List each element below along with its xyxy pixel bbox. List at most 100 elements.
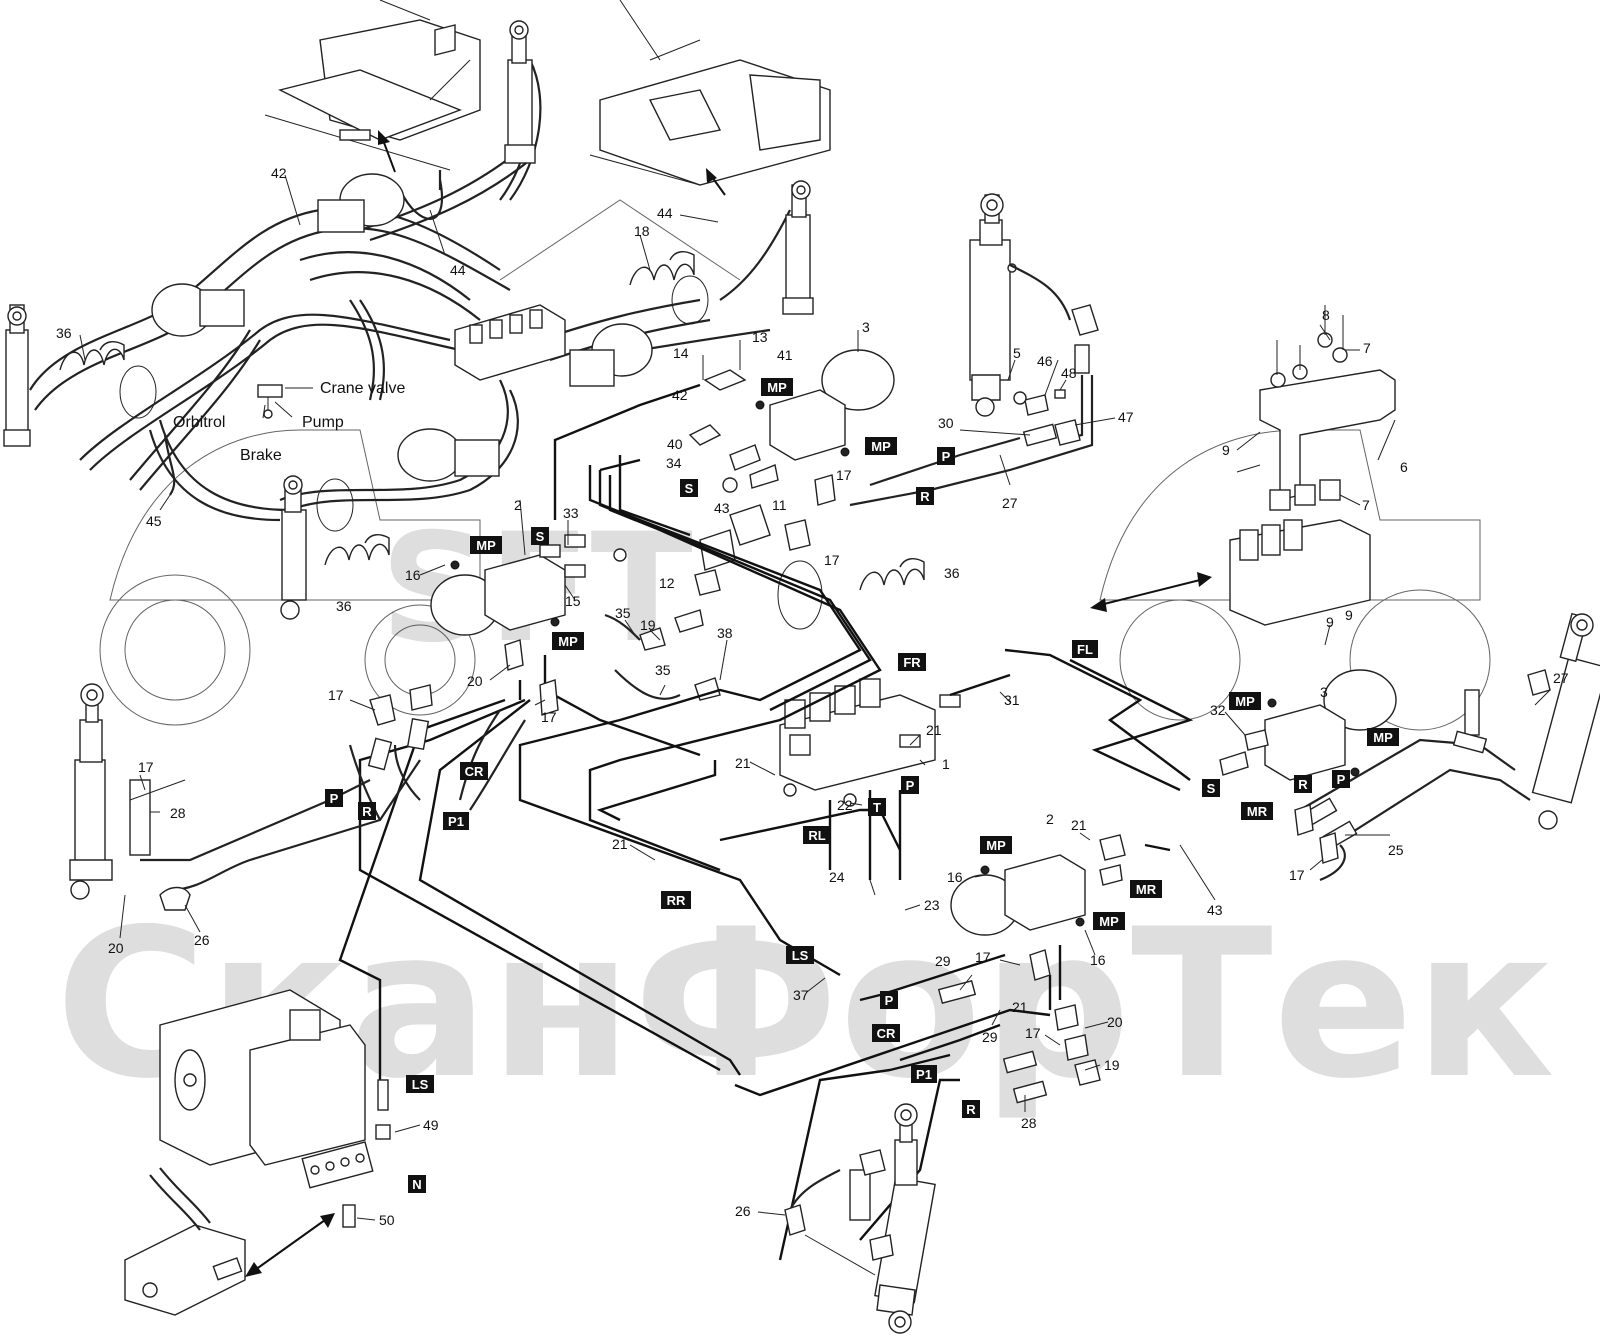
- frame-top-left: [264, 0, 481, 171]
- pipe-network: [338, 383, 1194, 1261]
- svg-text:CR: CR: [877, 1026, 896, 1041]
- svg-text:MR: MR: [1136, 882, 1157, 897]
- part-number: 17: [836, 467, 852, 483]
- fittings-20-19-lower: [937, 979, 1101, 1104]
- part-number: 22: [837, 797, 853, 813]
- cylinder-top-left: [3, 304, 31, 447]
- tag-t: T: [868, 798, 886, 816]
- bundle-clamp-3: [671, 275, 709, 325]
- bracket-6: [1259, 305, 1396, 501]
- crane-valve-label: Crane valve: [320, 380, 405, 397]
- svg-text:P: P: [942, 449, 951, 464]
- tag-mp: MP: [980, 836, 1012, 854]
- part-number: 2: [514, 497, 522, 513]
- tag-p: P: [1332, 770, 1350, 788]
- watermark-tractor-outlines: [99, 199, 1491, 731]
- pump: [159, 989, 391, 1228]
- part-number: 28: [170, 805, 186, 821]
- frame-top-middle: [589, 0, 831, 186]
- part-number: 13: [752, 329, 768, 345]
- part-number: 8: [1322, 307, 1330, 323]
- part-number: 21: [735, 755, 751, 771]
- part-number: 20: [1107, 1014, 1123, 1030]
- part-number: 43: [1207, 902, 1223, 918]
- part-number: 35: [655, 662, 671, 678]
- accumulator-top-2: [151, 283, 245, 337]
- part-number: 1: [942, 756, 950, 772]
- tag-rl: RL: [803, 826, 831, 844]
- accumulator-2-left: [430, 534, 586, 636]
- part-number: 20: [108, 940, 124, 956]
- tag-mr: MR: [1241, 802, 1273, 820]
- part-number: 43: [714, 500, 730, 516]
- part-number: 29: [982, 1029, 998, 1045]
- svg-text:RR: RR: [667, 893, 686, 908]
- part-number: 37: [793, 987, 809, 1003]
- part-number: 49: [423, 1117, 439, 1133]
- tag-mp: MP: [865, 437, 897, 455]
- tag-mp: MP: [1093, 912, 1125, 930]
- svg-text:MP: MP: [1099, 914, 1119, 929]
- part-number: 17: [328, 687, 344, 703]
- svg-text:MP: MP: [476, 538, 496, 553]
- part-numbers: 42 44 44 18 36 36 36 3 13 14 41 42 40 34…: [56, 165, 1569, 1228]
- part-number: 28: [1021, 1115, 1037, 1131]
- split-sleeve-18: [629, 251, 695, 286]
- control-valve-top: [454, 304, 566, 381]
- tag-fl: FL: [1072, 640, 1098, 658]
- part-number: 7: [1363, 340, 1371, 356]
- part-number: 17: [138, 759, 154, 775]
- part-number: 2: [1046, 811, 1054, 827]
- tag-p1: P1: [911, 1065, 937, 1083]
- accumulator-top-4: [569, 323, 653, 387]
- part-number: 40: [667, 436, 683, 452]
- svg-text:P1: P1: [448, 814, 464, 829]
- svg-text:S: S: [685, 481, 694, 496]
- part-number: 41: [777, 347, 793, 363]
- valve-block-bottom-left: [124, 1167, 246, 1316]
- part-number: 15: [565, 593, 581, 609]
- fittings-20-17-center: [458, 639, 559, 811]
- cylinder-left: [69, 683, 151, 900]
- svg-text:P1: P1: [916, 1067, 932, 1082]
- tag-mr: MR: [1130, 880, 1162, 898]
- double-arrow-bottom-left: [245, 1213, 335, 1277]
- part-number: 11: [772, 497, 787, 513]
- part-number: 5: [1013, 345, 1021, 361]
- accumulator-2-lower: [950, 834, 1126, 981]
- cylinder-top-center: [504, 20, 536, 164]
- part-number: 17: [1025, 1025, 1041, 1041]
- split-sleeve-36-center: [859, 558, 925, 591]
- tag-n: N: [408, 1175, 426, 1193]
- tag-s: S: [531, 527, 549, 545]
- svg-text:T: T: [873, 800, 881, 815]
- part-number: 20: [467, 673, 483, 689]
- svg-text:LS: LS: [792, 948, 809, 963]
- part-number: 33: [563, 505, 579, 521]
- part-number: 7: [1362, 497, 1370, 513]
- tag-r: R: [962, 1100, 980, 1118]
- svg-text:R: R: [1298, 777, 1308, 792]
- part-number: 17: [541, 709, 557, 725]
- part-number: 42: [672, 387, 688, 403]
- part-number: 25: [1388, 842, 1404, 858]
- part-number: 6: [1400, 459, 1408, 475]
- tag-p: P: [880, 991, 898, 1009]
- part-number: 9: [1326, 614, 1334, 630]
- part-number: 24: [829, 869, 845, 885]
- svg-text:MP: MP: [767, 380, 787, 395]
- part-number: 50: [379, 1212, 395, 1228]
- tag-s: S: [680, 479, 698, 497]
- part-number: 46: [1037, 353, 1053, 369]
- accumulator-3-right: [1219, 669, 1397, 781]
- double-arrow-right: [1090, 572, 1212, 612]
- arrow-frame-1: [378, 130, 396, 173]
- part-number: 34: [666, 455, 682, 471]
- part-number: 35: [615, 605, 631, 621]
- part-number: 21: [1012, 999, 1028, 1015]
- tag-cr: CR: [872, 1024, 900, 1042]
- tag-p: P: [901, 776, 919, 794]
- svg-text:S: S: [536, 529, 545, 544]
- tag-rr: RR: [661, 891, 691, 909]
